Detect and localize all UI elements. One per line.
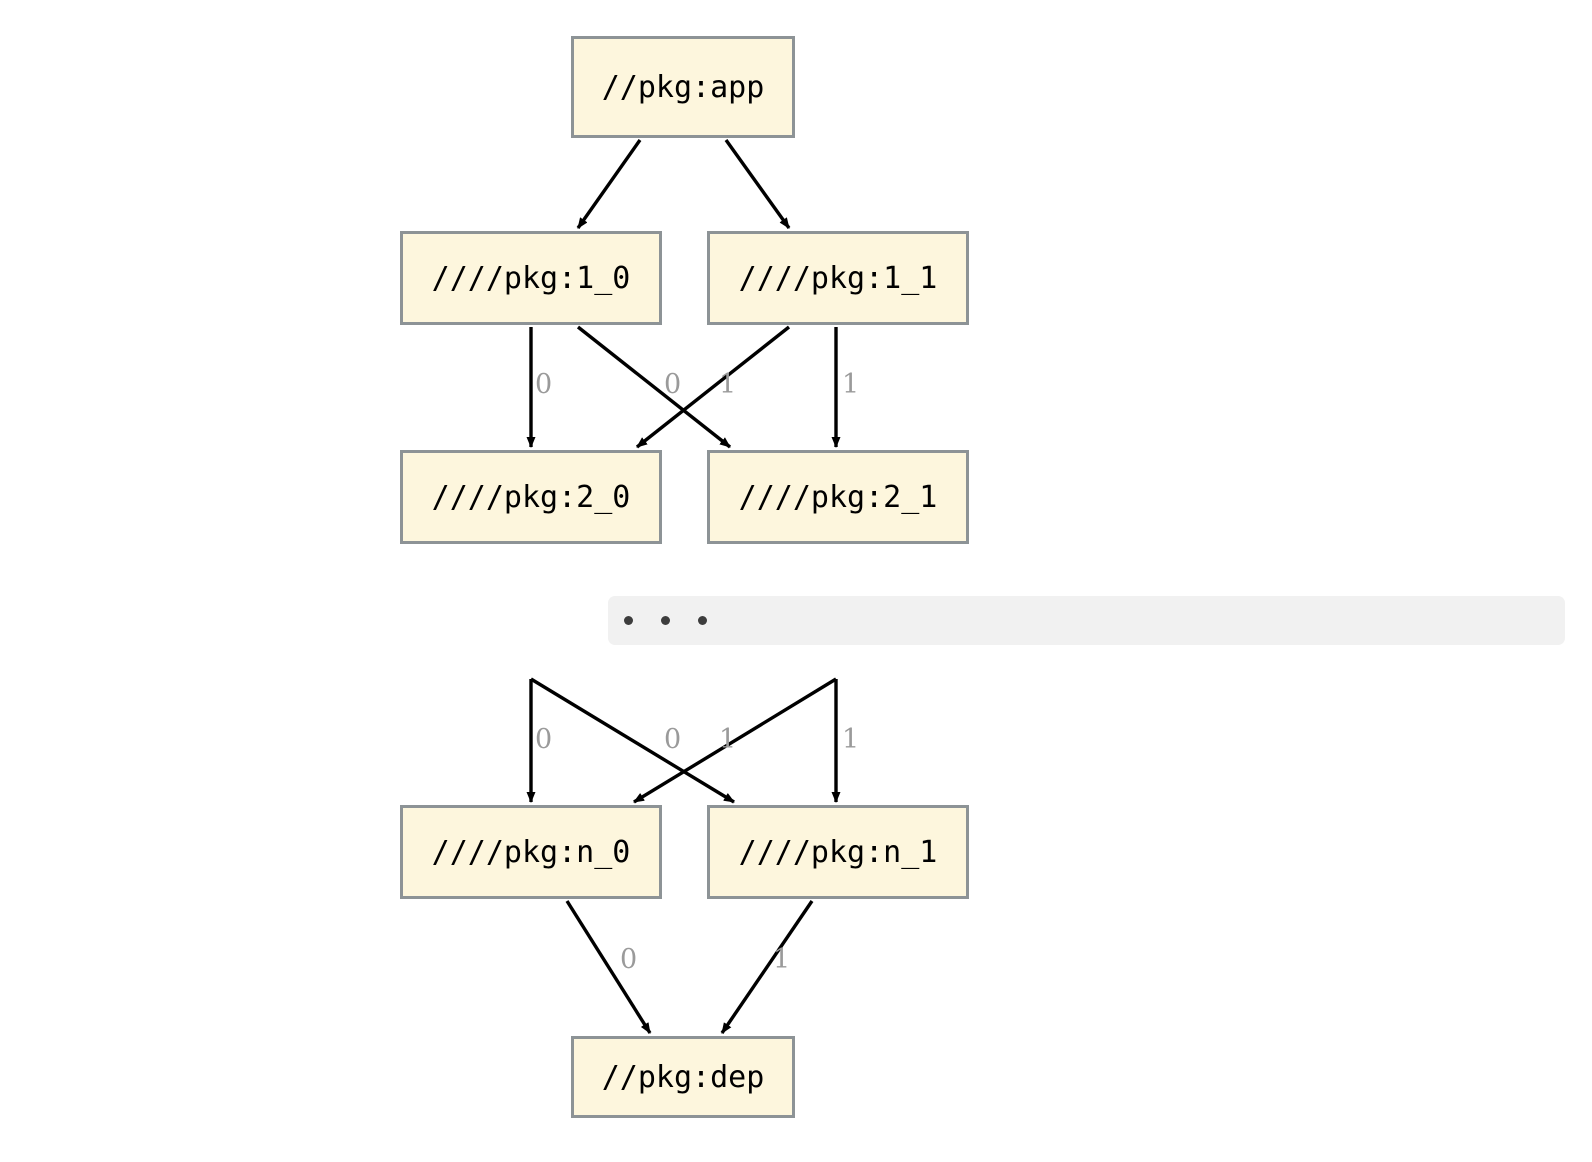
graph-node-label: ////pkg:1_0 [431,260,631,296]
edges-group [526,139,841,1034]
edge-label-e-n_1-dep: 1 [773,944,791,975]
graph-node-label: ////pkg:n_1 [738,834,938,870]
graph-node-app[interactable]: //pkg:app [571,36,795,138]
elision-dot-1 [624,616,633,625]
graph-node-nn_1[interactable]: ////pkg:n_1 [707,805,969,899]
graph-edge-e-n_1-dep [720,900,814,1034]
graph-edge-e-1_1-2_0 [635,325,791,449]
graph-node-n2_0[interactable]: ////pkg:2_0 [400,450,662,544]
edge-label-e-n_0-dep: 0 [620,944,638,975]
graph-node-label: //pkg:app [601,69,765,105]
elision-band [608,596,1565,645]
graph-node-label: ////pkg:n_0 [431,834,631,870]
edge-label-e-1_1-2_1: 1 [842,369,860,400]
graph-node-dep[interactable]: //pkg:dep [571,1036,795,1118]
elision-dot-3 [698,616,707,625]
graph-edge-e-app-1_0 [576,139,642,229]
edge-label-e-cut-n_0-a: 0 [535,724,553,755]
graph-node-n1_0[interactable]: ////pkg:1_0 [400,231,662,325]
graph-node-label: ////pkg:2_0 [431,479,631,515]
graph-edge-e-cut-n_1-a [530,677,735,804]
edge-label-e-1_1-2_0: 1 [719,369,737,400]
graph-node-nn_0[interactable]: ////pkg:n_0 [400,805,662,899]
edge-label-e-cut-n_0-b: 1 [719,724,737,755]
edge-label-e-cut-n_1-b: 1 [842,724,860,755]
edge-label-e-1_0-2_0: 0 [535,369,553,400]
graph-edge-e-n_0-dep [565,900,652,1034]
edge-label-e-cut-n_1-a: 0 [664,724,682,755]
graph-edge-e-cut-n_0-b [633,677,837,804]
graph-edge-e-1_0-2_1 [576,325,732,449]
graph-node-n2_1[interactable]: ////pkg:2_1 [707,450,969,544]
graph-node-label: ////pkg:2_1 [738,479,938,515]
graph-node-n1_1[interactable]: ////pkg:1_1 [707,231,969,325]
edge-label-e-1_0-2_1: 0 [664,369,682,400]
elision-dot-2 [661,616,670,625]
graph-edge-e-app-1_1 [724,139,791,229]
graph-node-label: ////pkg:1_1 [738,260,938,296]
graph-node-label: //pkg:dep [601,1059,765,1095]
